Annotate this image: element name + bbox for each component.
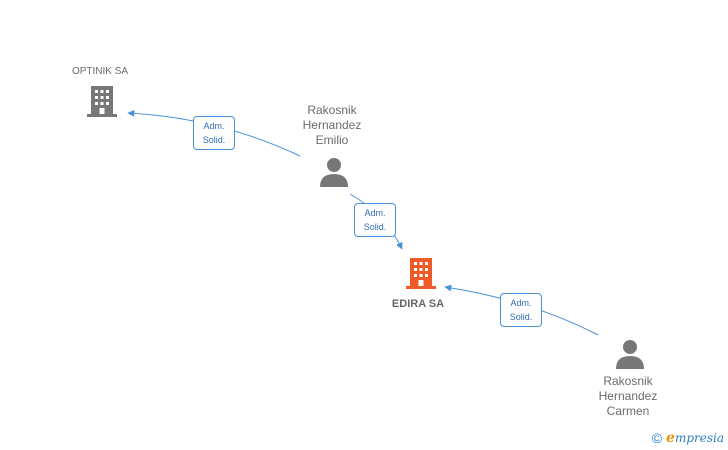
- edge-label-line: Solid.: [509, 312, 533, 322]
- edge-label-line: Adm.: [510, 298, 532, 308]
- edge-label-line: Solid.: [363, 222, 387, 232]
- person-name-line: Hernandez: [302, 118, 362, 132]
- edge-label-carmen-edira[interactable]: Adm. Solid.: [500, 293, 542, 327]
- logo-text: mpresia: [674, 431, 724, 445]
- company-node-label-edira[interactable]: EDIRA SA: [391, 298, 445, 310]
- empresia-watermark: © empresia: [652, 430, 724, 446]
- edge-label-line: Solid.: [202, 135, 226, 145]
- edge-label-line: Adm.: [364, 208, 386, 218]
- person-name-line: Hernandez: [598, 389, 658, 403]
- person-icon[interactable]: [614, 338, 646, 370]
- building-icon[interactable]: [405, 256, 437, 290]
- building-icon[interactable]: [86, 84, 118, 118]
- company-node-label-optinik[interactable]: OPTINIK SA: [71, 66, 129, 77]
- edge-label-emilio-optinik[interactable]: Adm. Solid.: [193, 116, 235, 150]
- person-name-line: Emilio: [315, 133, 349, 147]
- person-name-line: Carmen: [606, 404, 650, 418]
- edge-label-line: Adm.: [203, 121, 225, 131]
- edge-label-emilio-edira[interactable]: Adm. Solid.: [354, 203, 396, 237]
- person-icon[interactable]: [318, 156, 350, 188]
- person-name-line: Rakosnik: [307, 103, 357, 117]
- person-node-label-carmen[interactable]: Rakosnik Hernandez Carmen: [578, 374, 678, 419]
- logo-e: e: [666, 430, 675, 446]
- empresia-logo: empresia: [666, 430, 724, 446]
- person-node-label-emilio[interactable]: Rakosnik Hernandez Emilio: [282, 103, 382, 148]
- copyright-symbol: ©: [651, 430, 663, 446]
- person-name-line: Rakosnik: [603, 374, 653, 388]
